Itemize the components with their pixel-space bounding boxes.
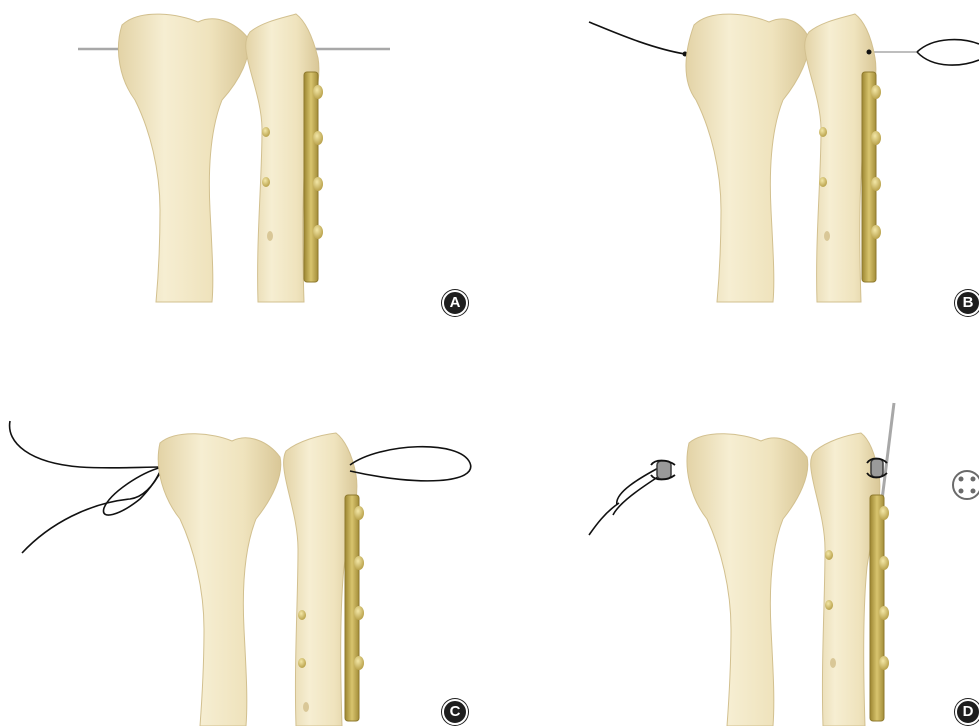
plate-screw: [354, 656, 364, 670]
panel-c: C: [0, 363, 490, 726]
suture-thread: [589, 22, 685, 54]
bone-plate: [304, 72, 318, 282]
plate-screw: [313, 225, 323, 239]
panel-b-illustration: [489, 0, 979, 363]
radius-bone: [686, 14, 809, 302]
plate-screw: [871, 177, 881, 191]
suture-loop-right: [350, 447, 471, 481]
panel-d-illustration: [489, 363, 979, 726]
suture-button-detail: [953, 471, 979, 499]
radius-bone: [158, 434, 281, 726]
plate-screw: [313, 85, 323, 99]
radius-bone: [687, 434, 808, 726]
suture-strand-upper: [589, 503, 619, 535]
screw-head: [819, 127, 827, 137]
plate-screw: [313, 131, 323, 145]
plate-screw: [354, 606, 364, 620]
plate-screw: [879, 556, 889, 570]
suture-strand-lower: [22, 469, 162, 553]
plate-screw: [879, 606, 889, 620]
plate-screw: [871, 225, 881, 239]
screw-head: [825, 550, 833, 560]
panel-a-illustration: [0, 0, 490, 363]
plate-screw: [313, 177, 323, 191]
bone-hole: [824, 231, 830, 241]
suture-loop-left: [103, 467, 162, 515]
bone-plate: [862, 72, 876, 282]
screw-head: [298, 610, 306, 620]
plate-screw: [871, 85, 881, 99]
panel-b: B: [489, 0, 979, 363]
screw-head: [262, 177, 270, 187]
plate-screw: [879, 656, 889, 670]
plate-screw: [354, 556, 364, 570]
suture-entry-point: [867, 50, 872, 55]
suture-strand-upper: [10, 421, 162, 468]
screw-head: [262, 127, 270, 137]
panel-c-illustration: [0, 363, 490, 726]
screw-head: [825, 600, 833, 610]
panel-label-c: C: [442, 699, 468, 725]
plate-screw: [871, 131, 881, 145]
plate-screw: [879, 506, 889, 520]
radius-bone: [118, 14, 248, 302]
panel-label-a: A: [442, 290, 468, 316]
panel-label-d: D: [955, 699, 979, 725]
panel-label-b: B: [955, 290, 979, 316]
panel-d: D: [489, 363, 979, 726]
bone-hole: [267, 231, 273, 241]
bone-hole: [303, 702, 309, 712]
suture-loop: [917, 40, 979, 65]
panel-a: A: [0, 0, 490, 363]
screw-head: [298, 658, 306, 668]
screw-head: [819, 177, 827, 187]
plate-screw: [354, 506, 364, 520]
k-wire-angled: [881, 403, 894, 508]
bone-hole: [830, 658, 836, 668]
